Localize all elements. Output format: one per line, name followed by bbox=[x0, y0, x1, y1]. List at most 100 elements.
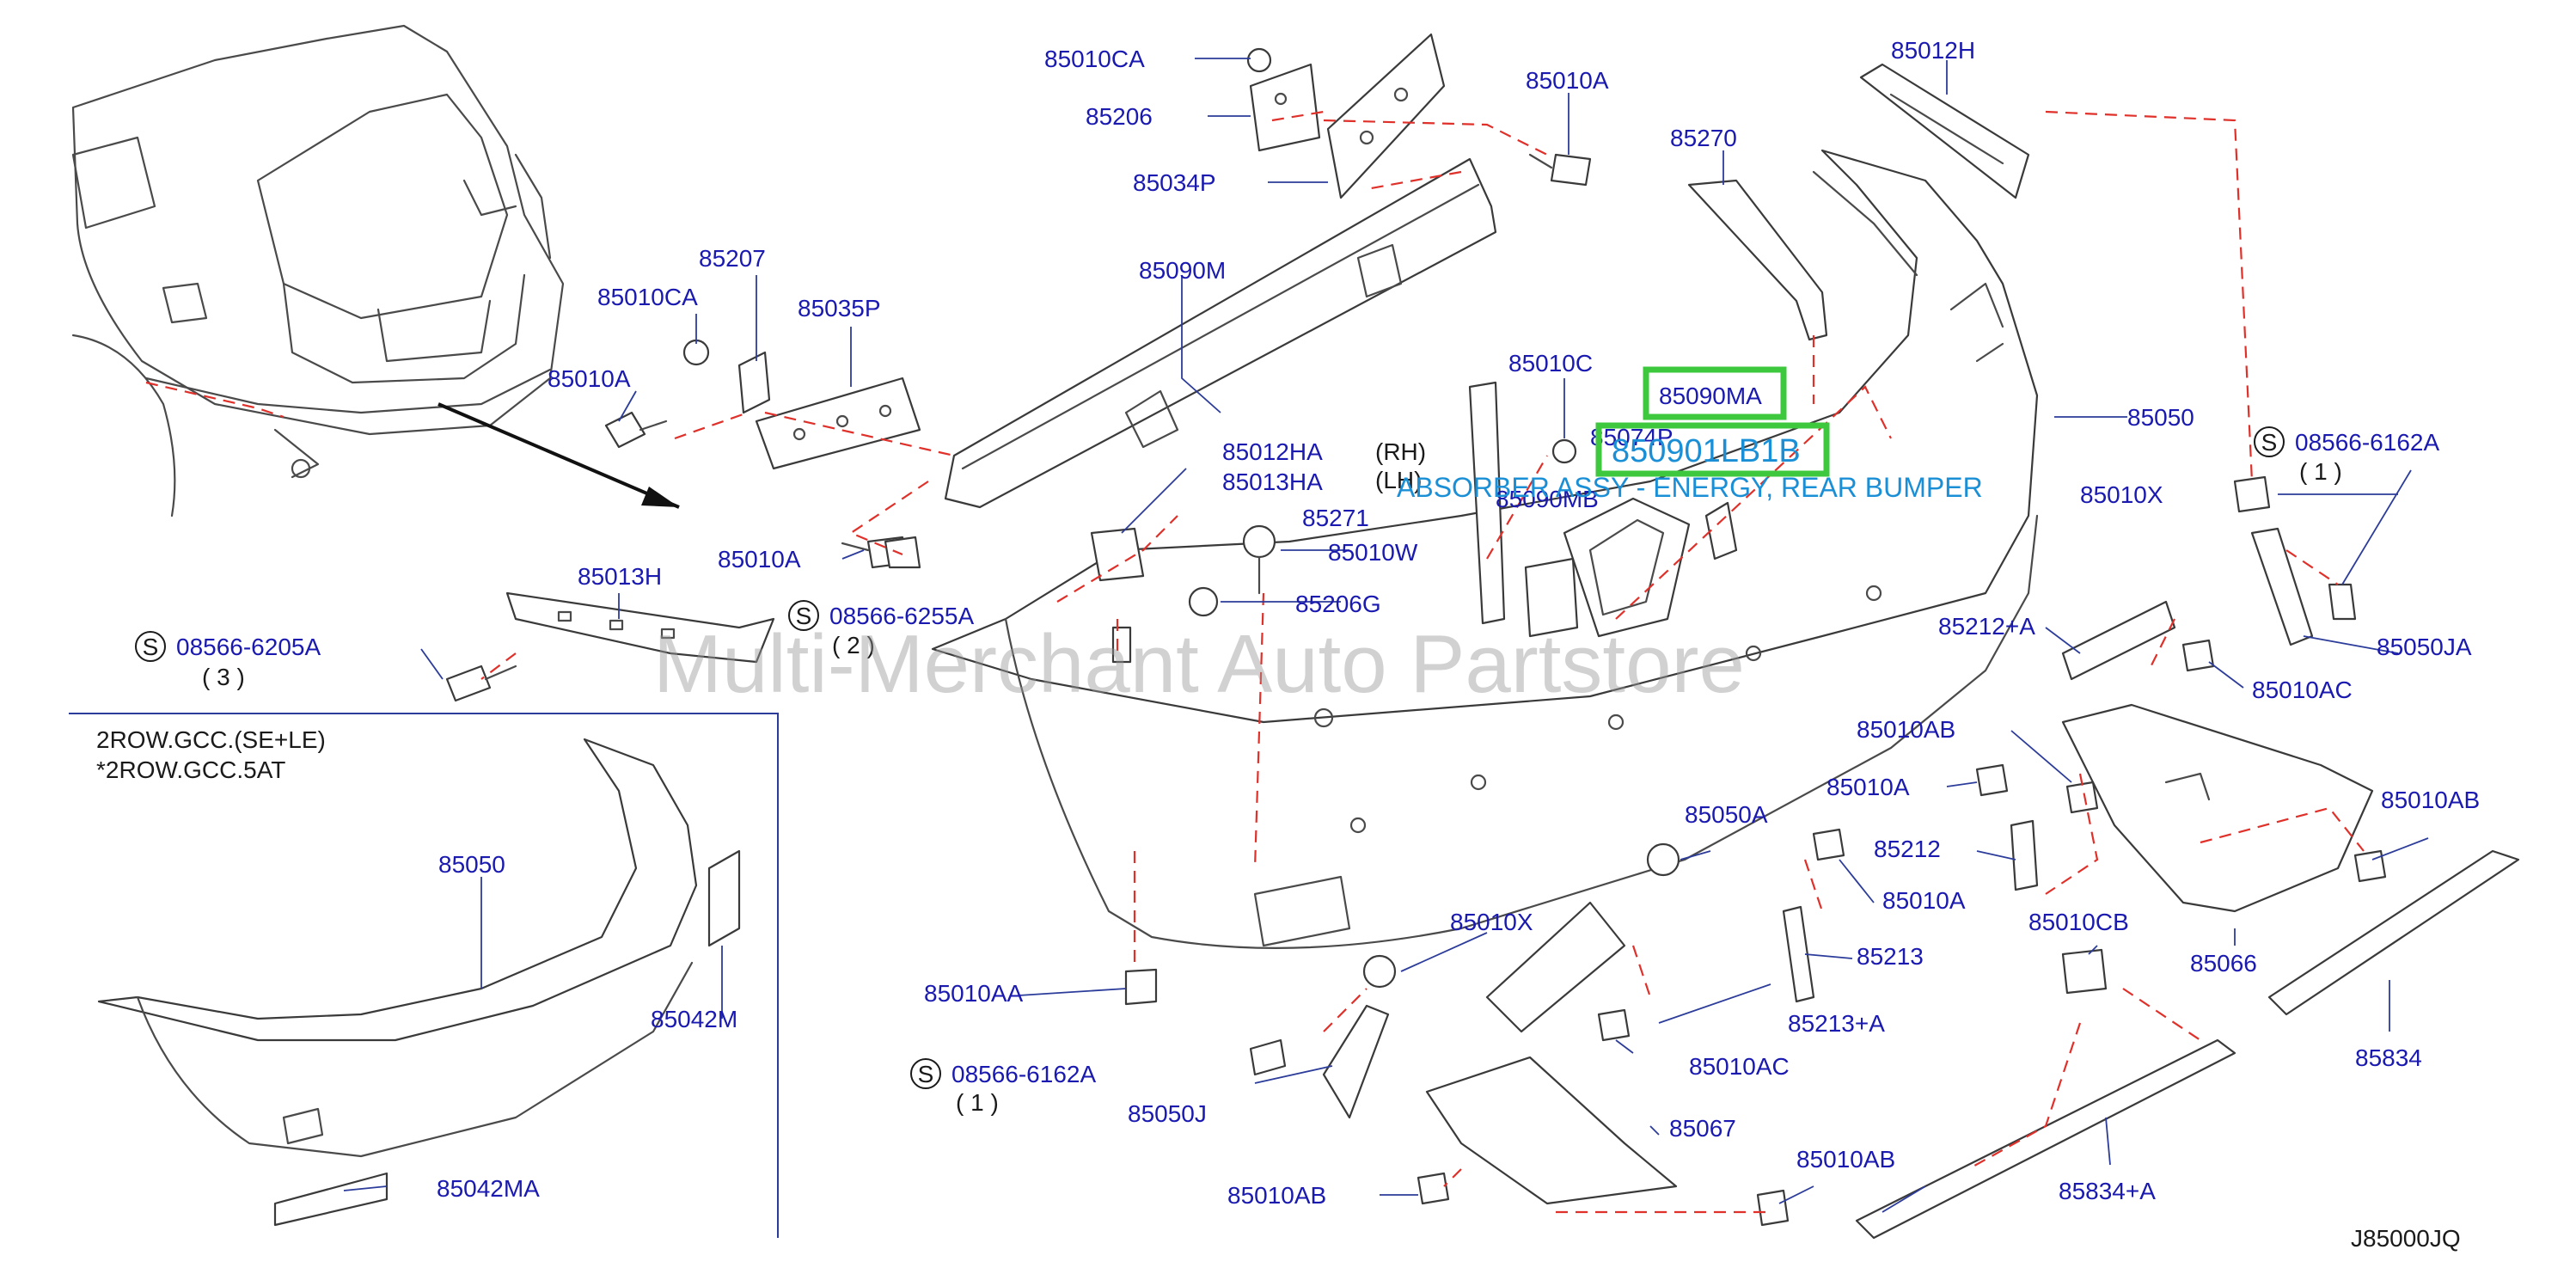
label-85050j[interactable]: 85050J bbox=[1128, 1100, 1207, 1127]
label-85206g[interactable]: 85206G bbox=[1295, 591, 1381, 617]
label-85010cb[interactable]: 85010CB bbox=[2028, 909, 2129, 935]
label-inset-85050[interactable]: 85050 bbox=[438, 851, 505, 878]
bracket-85050j bbox=[1322, 1004, 1390, 1119]
label-85206[interactable]: 85206 bbox=[1086, 103, 1153, 130]
label-85010x-right[interactable]: 85010X bbox=[2080, 481, 2163, 508]
label-85067[interactable]: 85067 bbox=[1669, 1115, 1736, 1142]
label-85213-plus-a[interactable]: 85213+A bbox=[1788, 1010, 1885, 1037]
absorber-85090mb bbox=[1524, 557, 1579, 638]
label-85012ha[interactable]: 85012HA bbox=[1222, 438, 1323, 465]
bracket-85050ja bbox=[2250, 527, 2314, 646]
screw-callout-6162a-lower[interactable]: S 08566-6162A ( 1 ) bbox=[910, 1058, 1096, 1116]
note-rh: (RH) bbox=[1375, 438, 1426, 465]
highlight-part-number[interactable]: 850901LB1B bbox=[1612, 433, 1801, 469]
nut-85010c bbox=[1551, 438, 1577, 464]
label-85207[interactable]: 85207 bbox=[699, 245, 766, 272]
part-labels: 85010CA 85206 85034P 85010A 85012H 85270… bbox=[437, 37, 2480, 1209]
label-85050ja[interactable]: 85050JA bbox=[2377, 634, 2472, 660]
bolt-85010ab-mid bbox=[2065, 781, 2099, 814]
clip-85010x-lower bbox=[1362, 954, 1397, 989]
label-85050[interactable]: 85050 bbox=[2127, 404, 2194, 431]
bolt-85010a-right bbox=[1975, 763, 2009, 797]
label-85090mb[interactable]: 85090MB bbox=[1496, 486, 1599, 512]
reinforcement-85090m bbox=[944, 157, 1497, 509]
clip-85012ha bbox=[1090, 527, 1145, 582]
diagram-code: J85000JQ bbox=[2351, 1225, 2461, 1252]
bolt-85010ab-right bbox=[2353, 849, 2387, 883]
screw-qty-6255a: ( 2 ) bbox=[832, 632, 875, 658]
inset-bumper-85050 bbox=[97, 738, 698, 1158]
bumper-fascia-85050 bbox=[931, 149, 2039, 949]
label-85010a-center[interactable]: 85010A bbox=[718, 546, 801, 573]
highlight-group[interactable]: 85090MA 850901LB1B ABSORBER ASSY - ENERG… bbox=[1397, 366, 1983, 503]
label-85010w[interactable]: 85010W bbox=[1328, 539, 1418, 566]
label-85042ma[interactable]: 85042MA bbox=[437, 1175, 540, 1202]
label-85035p[interactable]: 85035P bbox=[798, 295, 881, 322]
screw-qty-6205a: ( 3 ) bbox=[202, 664, 245, 690]
bolt-85010a-lower bbox=[1812, 828, 1845, 861]
screw-08566-6162a-right bbox=[2328, 583, 2357, 621]
highlight-label-85090ma[interactable]: 85090MA bbox=[1659, 383, 1762, 409]
label-85010a-lower[interactable]: 85010A bbox=[1882, 887, 1966, 914]
label-85010ab-lower-left[interactable]: 85010AB bbox=[1227, 1182, 1326, 1209]
label-85010x-lower[interactable]: 85010X bbox=[1450, 909, 1533, 935]
bolt-85010ab-lower-left bbox=[1416, 1172, 1450, 1205]
screw-callout-6205a[interactable]: S 08566-6205A ( 3 ) bbox=[135, 631, 321, 690]
label-85010ac-right[interactable]: 85010AC bbox=[2252, 677, 2353, 703]
bolt-85010ab-lower-right bbox=[1756, 1189, 1790, 1227]
label-85270[interactable]: 85270 bbox=[1670, 125, 1737, 151]
label-85010ca-top[interactable]: 85010CA bbox=[1044, 46, 1145, 72]
label-85010ab-mid[interactable]: 85010AB bbox=[1857, 716, 1955, 743]
bracket-85013h bbox=[505, 591, 775, 664]
label-85271[interactable]: 85271 bbox=[1302, 505, 1369, 531]
screw-symbol: S bbox=[143, 634, 159, 660]
label-85213[interactable]: 85213 bbox=[1857, 943, 1924, 970]
bracket-85206 bbox=[1249, 63, 1321, 152]
screw-part-6255a: 08566-6255A bbox=[829, 603, 974, 629]
label-85013h[interactable]: 85013H bbox=[578, 563, 662, 590]
screw-qty-6162a-right: ( 1 ) bbox=[2299, 458, 2342, 485]
label-85212[interactable]: 85212 bbox=[1874, 836, 1941, 862]
label-85090m[interactable]: 85090M bbox=[1139, 257, 1226, 284]
label-85010a-top[interactable]: 85010A bbox=[1526, 67, 1609, 94]
assembly-lines bbox=[480, 110, 2365, 1214]
inset-border bbox=[69, 713, 779, 1238]
label-85010aa[interactable]: 85010AA bbox=[924, 980, 1024, 1007]
bracket-85074p bbox=[1704, 501, 1738, 560]
screw-callout-6162a-right[interactable]: S 08566-6162A ( 1 ) bbox=[2254, 426, 2439, 485]
molding-85834 bbox=[2267, 849, 2520, 1016]
pointer-arrow bbox=[437, 402, 680, 509]
variant-note-1: 2ROW.GCC.(SE+LE) bbox=[96, 726, 326, 753]
label-85050a[interactable]: 85050A bbox=[1685, 801, 1768, 828]
screw-qty-6162a-lower: ( 1 ) bbox=[956, 1089, 999, 1116]
nut-85010ca-top bbox=[1246, 47, 1272, 73]
splash-85067 bbox=[1425, 1056, 1678, 1205]
bracket-85213-plus-a bbox=[1485, 901, 1626, 1033]
label-85042m[interactable]: 85042M bbox=[651, 1006, 737, 1032]
label-85013ha[interactable]: 85013HA bbox=[1222, 469, 1323, 495]
label-85834[interactable]: 85834 bbox=[2355, 1044, 2422, 1071]
label-85010ab-lower-right[interactable]: 85010AB bbox=[1796, 1146, 1895, 1173]
bracket-85035p bbox=[737, 351, 921, 470]
bracket-85034p bbox=[1326, 33, 1446, 199]
screw-callout-6255a[interactable]: S 08566-6255A ( 2 ) bbox=[788, 600, 974, 658]
label-85012h[interactable]: 85012H bbox=[1891, 37, 1975, 64]
note-lh: (LH) bbox=[1375, 467, 1422, 493]
bracket-85010cb bbox=[2061, 948, 2108, 995]
label-85066[interactable]: 85066 bbox=[2190, 950, 2257, 977]
label-85010a-left[interactable]: 85010A bbox=[548, 365, 631, 392]
label-85010ab-right[interactable]: 85010AB bbox=[2381, 787, 2480, 813]
label-85010ac-lower[interactable]: 85010AC bbox=[1689, 1053, 1790, 1080]
screw-part-6162a-right: 08566-6162A bbox=[2295, 429, 2439, 456]
inset-pad-85042m bbox=[707, 849, 741, 947]
label-85010ca-left[interactable]: 85010CA bbox=[597, 284, 698, 310]
label-85834-plus-a[interactable]: 85834+A bbox=[2059, 1178, 2156, 1204]
label-85010a-right[interactable]: 85010A bbox=[1826, 774, 1910, 800]
splash-85066 bbox=[2061, 703, 2374, 913]
label-85010c[interactable]: 85010C bbox=[1508, 350, 1593, 377]
bracket-85271 bbox=[1468, 381, 1506, 625]
label-85212-plus-a[interactable]: 85212+A bbox=[1938, 613, 2035, 640]
bracket-85012h bbox=[1859, 63, 2030, 199]
label-85034p[interactable]: 85034P bbox=[1133, 169, 1216, 196]
